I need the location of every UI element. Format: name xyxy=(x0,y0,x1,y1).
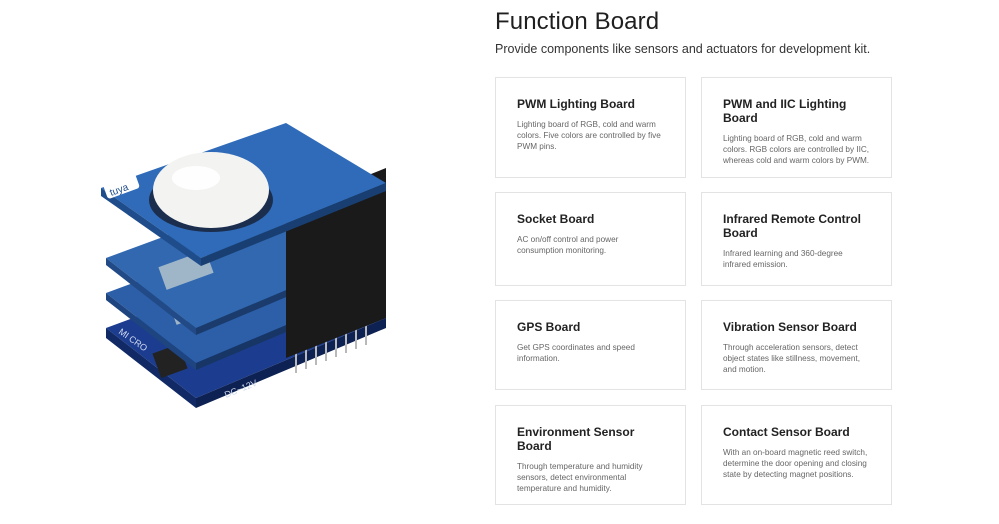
card-description: Through acceleration sensors, detect obj… xyxy=(723,343,860,374)
card-description: Get GPS coordinates and speed informatio… xyxy=(517,343,635,363)
card-title: Socket Board xyxy=(517,212,595,226)
card-description: Through temperature and humidity sensors… xyxy=(517,462,643,493)
card-description: AC on/off control and power consumption … xyxy=(517,235,619,255)
card-pwm-iic-lighting-board[interactable]: PWM and IIC Lighting Board Lighting boar… xyxy=(701,77,892,178)
card-title: Contact Sensor Board xyxy=(723,425,850,439)
card-title: GPS Board xyxy=(517,320,581,334)
card-vibration-sensor-board[interactable]: Vibration Sensor Board Through accelerat… xyxy=(701,300,892,390)
card-description: Infrared learning and 360-degree infrare… xyxy=(723,249,843,269)
card-title: Environment Sensor Board xyxy=(517,425,635,453)
card-description: Lighting board of RGB, cold and warm col… xyxy=(517,120,661,151)
page-title: Function Board xyxy=(495,8,660,35)
card-title: Infrared Remote Control Board xyxy=(723,212,862,240)
dev-kit-board-stack-image: tuya MI CRO DC~12V xyxy=(86,108,406,428)
card-description: Lighting board of RGB, cold and warm col… xyxy=(723,134,870,165)
card-title: PWM Lighting Board xyxy=(517,97,635,111)
dome-sensor xyxy=(149,152,273,232)
card-environment-sensor-board[interactable]: Environment Sensor Board Through tempera… xyxy=(495,405,686,505)
card-infrared-remote-control-board[interactable]: Infrared Remote Control Board Infrared l… xyxy=(701,192,892,286)
card-title: PWM and IIC Lighting Board xyxy=(723,97,847,125)
card-description: With an on-board magnetic reed switch, d… xyxy=(723,448,868,479)
card-gps-board[interactable]: GPS Board Get GPS coordinates and speed … xyxy=(495,300,686,390)
card-socket-board[interactable]: Socket Board AC on/off control and power… xyxy=(495,192,686,286)
page-subtitle: Provide components like sensors and actu… xyxy=(495,42,871,56)
card-pwm-lighting-board[interactable]: PWM Lighting Board Lighting board of RGB… xyxy=(495,77,686,178)
card-contact-sensor-board[interactable]: Contact Sensor Board With an on-board ma… xyxy=(701,405,892,505)
card-title: Vibration Sensor Board xyxy=(723,320,857,334)
